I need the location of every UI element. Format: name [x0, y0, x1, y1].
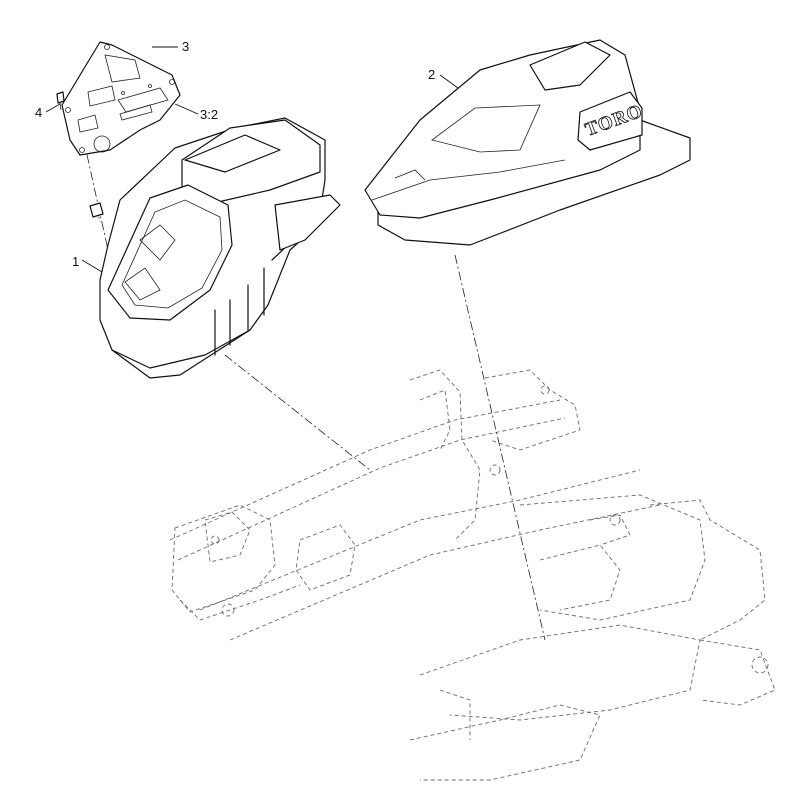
callout-leaders	[45, 46, 459, 273]
screw	[56, 91, 65, 111]
callout-labels: 1 2 3 3:2 4	[35, 39, 435, 269]
seat: TORO	[364, 39, 691, 246]
callout-2: 2	[428, 67, 435, 82]
callout-3: 3	[182, 39, 189, 54]
chassis-frame	[169, 369, 776, 781]
callout-1: 1	[72, 254, 79, 269]
callout-3-2: 3:2	[200, 107, 218, 122]
callout-4: 4	[35, 105, 42, 120]
console-housing	[89, 117, 341, 379]
control-panel	[61, 41, 181, 156]
